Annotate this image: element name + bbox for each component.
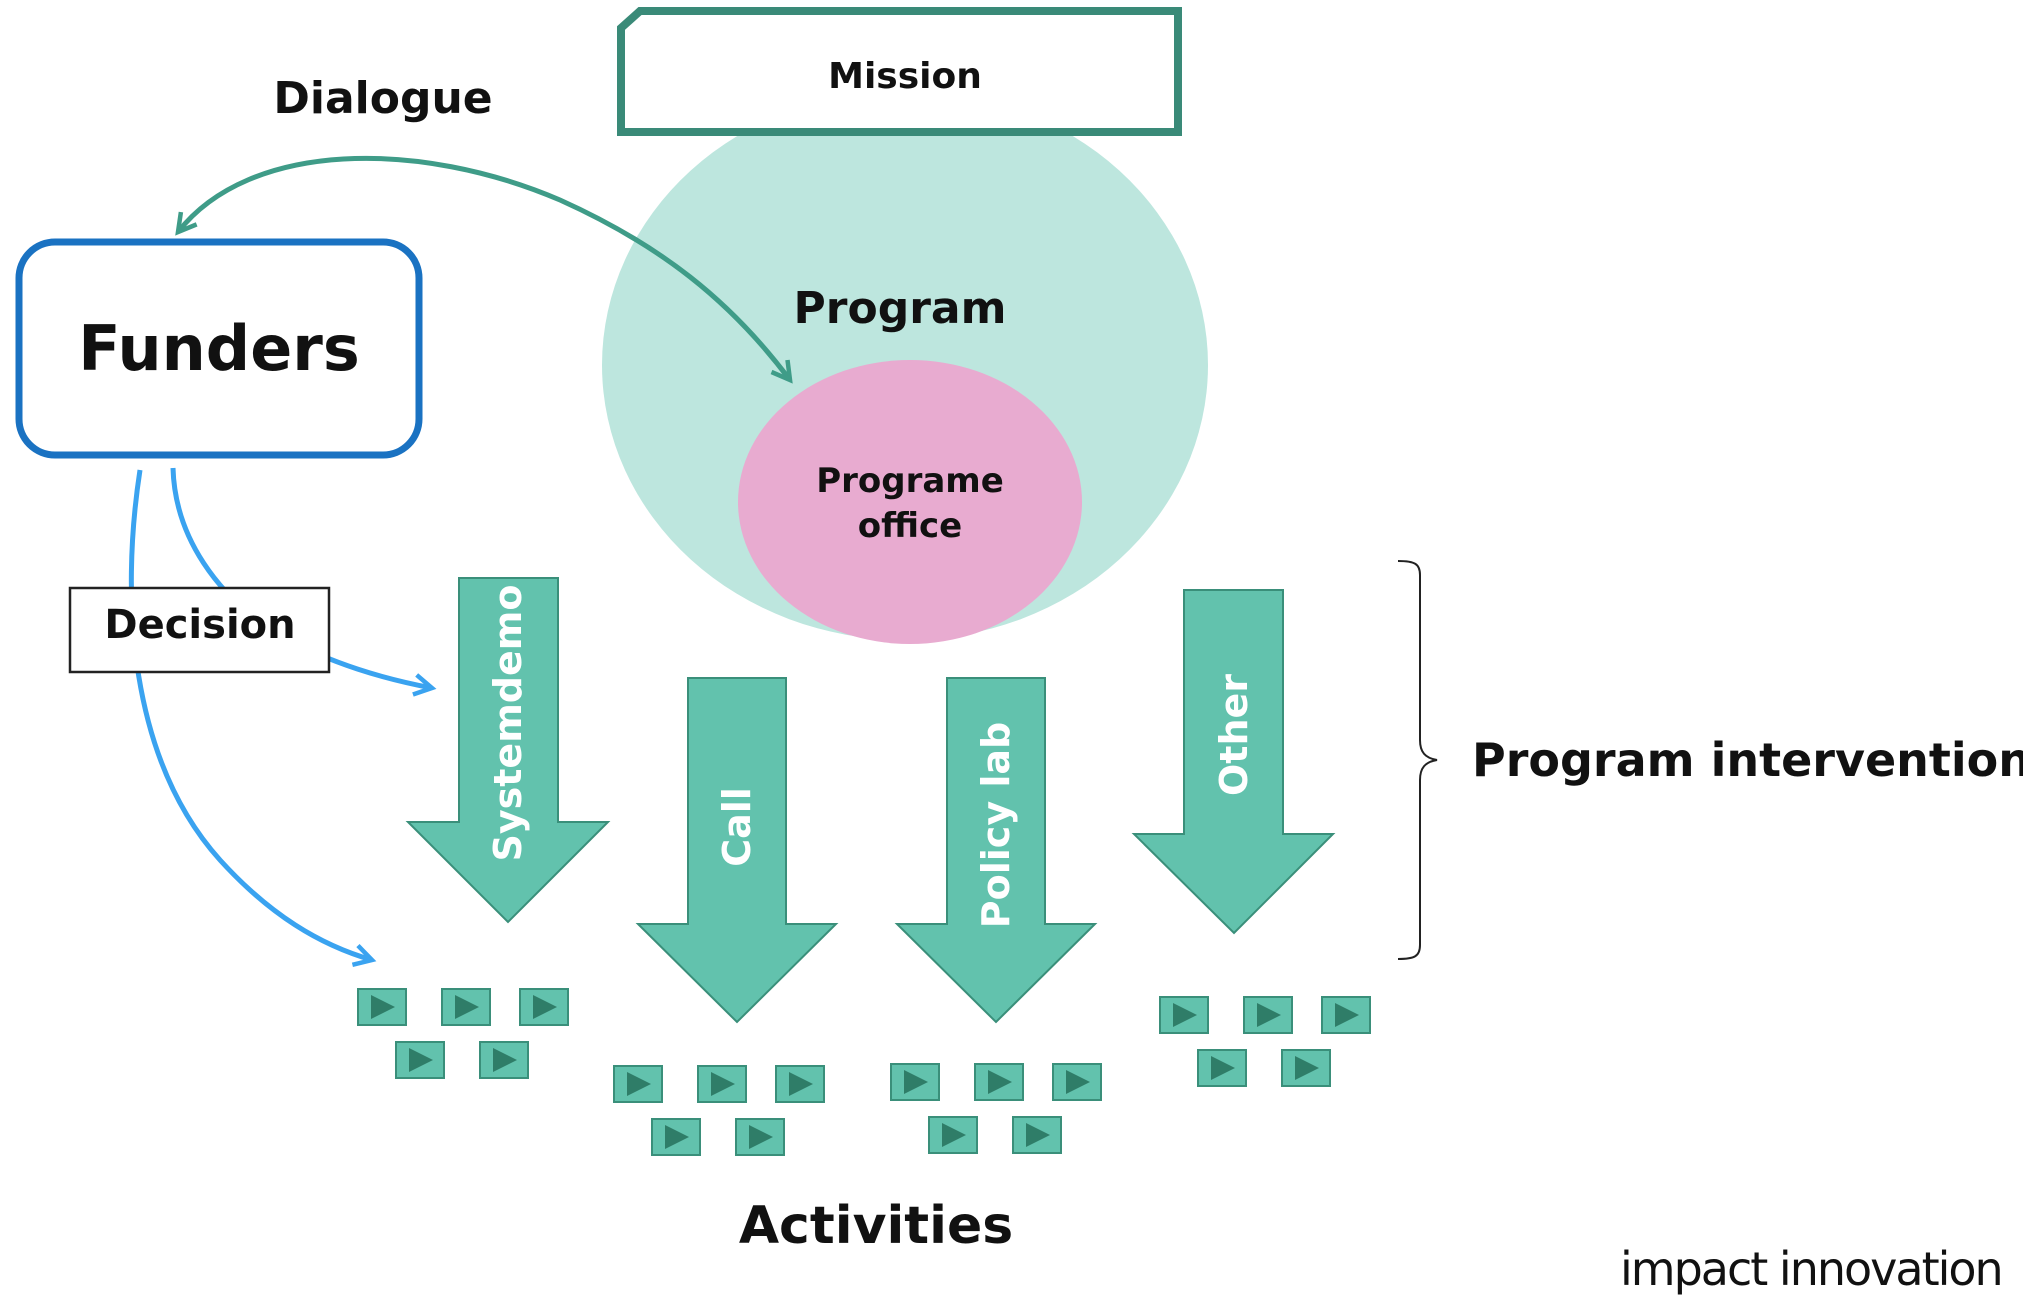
activities-label: Activities — [739, 1196, 1013, 1256]
activities-group — [357, 988, 1371, 1156]
intervention-label-policy-lab: Policy lab — [974, 722, 1018, 928]
play-icon — [928, 1116, 978, 1154]
play-icon — [1243, 996, 1293, 1034]
play-icon — [974, 1063, 1024, 1101]
play-icon — [613, 1065, 663, 1103]
program-interventions-label: Program interventions — [1472, 733, 2023, 787]
brand-logo: impact innovation — [1620, 1242, 2002, 1296]
interventions-brace — [1397, 560, 1438, 960]
play-icon — [1197, 1049, 1247, 1087]
funders-box: Funders — [15, 238, 423, 459]
play-icon — [1321, 996, 1371, 1034]
mission-box: Mission — [617, 6, 1182, 136]
dialogue-arrow — [175, 155, 793, 384]
play-icon — [519, 988, 569, 1026]
play-icon — [735, 1118, 785, 1156]
intervention-label-systemdemo: Systemdemo — [486, 585, 530, 862]
play-icon — [441, 988, 491, 1026]
intervention-arrow-systemdemo: Systemdemo — [405, 577, 611, 924]
play-icon — [395, 1041, 445, 1079]
play-icon — [357, 988, 407, 1026]
play-icon — [1052, 1063, 1102, 1101]
decision-label: Decision — [104, 602, 295, 648]
intervention-arrow-policy-lab: Policy lab — [894, 677, 1098, 1024]
intervention-arrow-other: Other — [1131, 589, 1336, 935]
play-icon — [775, 1065, 825, 1103]
play-icon — [1012, 1116, 1062, 1154]
intervention-label-other: Other — [1212, 674, 1256, 796]
decision-arrow-to-activities — [128, 469, 377, 967]
dialogue-label: Dialogue — [273, 73, 492, 124]
funders-label: Funders — [78, 312, 359, 385]
program-label: Program — [794, 283, 1007, 334]
play-icon — [1159, 996, 1209, 1034]
play-icon — [1281, 1049, 1331, 1087]
programme-office-label-line2: office — [858, 506, 963, 546]
programme-office-circle — [738, 360, 1082, 644]
play-icon — [697, 1065, 747, 1103]
intervention-label-call: Call — [715, 787, 759, 867]
decision-box: Decision — [68, 586, 331, 674]
play-icon — [479, 1041, 529, 1079]
intervention-arrow-call: Call — [635, 677, 839, 1024]
mission-label: Mission — [828, 56, 982, 97]
programme-office-label-line1: Programe — [816, 461, 1004, 501]
play-icon — [651, 1118, 701, 1156]
play-icon — [890, 1063, 940, 1101]
